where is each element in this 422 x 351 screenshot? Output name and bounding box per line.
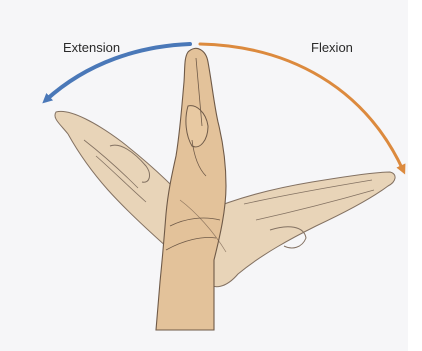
extension-label: Extension (63, 40, 120, 55)
flexion-arrow (200, 44, 403, 170)
flexion-label: Flexion (311, 40, 353, 55)
flexed-hand (197, 172, 395, 287)
